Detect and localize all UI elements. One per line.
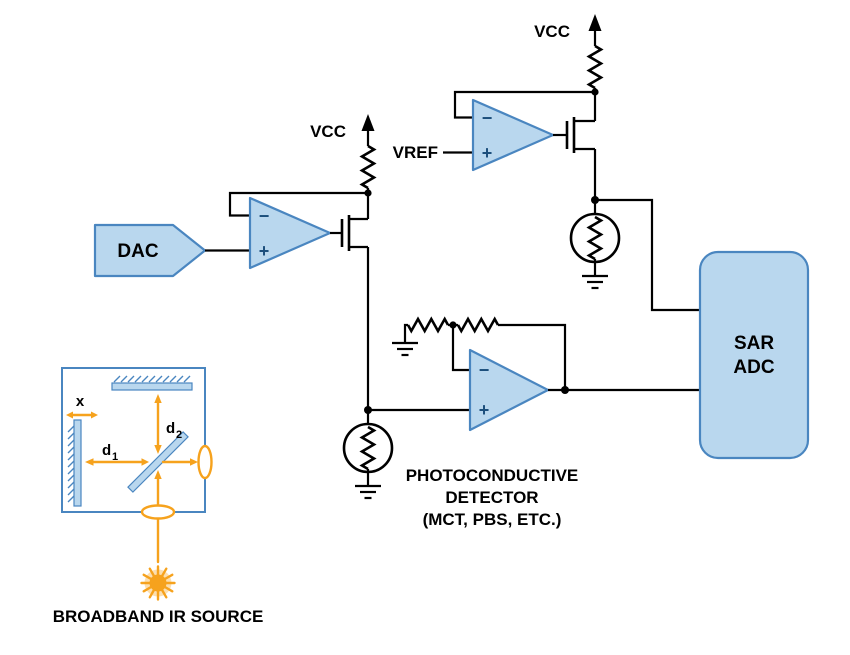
moving-mirror <box>67 419 82 507</box>
wire <box>403 323 408 343</box>
pullup-resistor-right <box>586 44 604 90</box>
ir-source-sunburst-icon <box>140 565 176 601</box>
pullup-resistor-left <box>359 144 377 190</box>
gain-stage-circuit: − + <box>368 316 700 432</box>
gain-resistor-1 <box>406 316 450 334</box>
wire-to-adc-top <box>595 198 700 312</box>
fixed-mirror <box>111 375 193 391</box>
opamp-plus-label: + <box>482 143 493 163</box>
dac-drive-circuit: VCC DAC − + <box>93 114 394 500</box>
beam-d1-arrow <box>85 458 149 466</box>
dac-block <box>93 223 207 278</box>
mosfet-left <box>330 215 368 251</box>
sar-adc-label-line2: ADC <box>733 357 774 378</box>
sar-adc-label-line1: SAR <box>734 333 774 354</box>
vcc-up-arrow-icon <box>588 14 602 46</box>
beam-splitter <box>127 431 189 493</box>
opamp-vref-buffer <box>471 98 555 172</box>
vcc-label-left: VCC <box>310 122 346 141</box>
ir-source-caption: BROADBAND IR SOURCE <box>53 607 264 626</box>
d2-subscript: 2 <box>176 429 182 441</box>
junction-dot <box>449 321 457 329</box>
mirror-travel-arrow <box>66 411 98 419</box>
feedback-resistor-2 <box>456 316 500 334</box>
interferometer-box <box>61 367 206 513</box>
mirror-travel-label: x <box>76 393 85 410</box>
photoconductive-detector-icon-left <box>342 410 394 486</box>
opamp-plus-label: + <box>259 241 270 261</box>
beam-d2-arrow <box>154 394 162 454</box>
sar-adc-block: SAR ADC <box>698 250 810 460</box>
ground-icon <box>392 341 418 357</box>
source-lens-icon <box>140 504 176 520</box>
vcc-label-right: VCC <box>534 22 570 41</box>
opamp-minus-label: − <box>482 108 493 128</box>
feedback-wire-mid <box>498 323 567 390</box>
opamp-minus-label: − <box>479 360 490 380</box>
d1-label: d <box>102 442 111 459</box>
sar-adc-box <box>698 250 810 460</box>
photoconductive-detector-icon-right <box>569 200 621 276</box>
ground-icon <box>582 274 608 290</box>
detector-caption-line2: DETECTOR <box>445 488 538 507</box>
opamp-gain-stage <box>468 348 550 432</box>
ground-icon <box>355 484 381 500</box>
mosfet-right <box>553 117 595 153</box>
vcc-up-arrow-icon <box>361 114 375 146</box>
junction-dot <box>591 88 599 96</box>
vref-buffer-circuit: VCC VREF − + <box>393 14 700 312</box>
feedback-wire-left <box>228 191 368 217</box>
interferometer: x d 2 d 1 <box>53 367 264 626</box>
mirror-hatch <box>113 375 191 383</box>
dac-label: DAC <box>117 241 158 262</box>
detector-caption: PHOTOCONDUCTIVE DETECTOR (MCT, PBS, ETC.… <box>406 466 579 529</box>
mirror-hatch <box>67 425 75 503</box>
d1-subscript: 1 <box>112 451 118 463</box>
junction-dot <box>364 189 372 197</box>
opamp-minus-label: − <box>259 206 270 226</box>
output-lens-icon <box>197 444 213 480</box>
detector-caption-line3: (MCT, PBS, ETC.) <box>423 510 562 529</box>
wire <box>451 325 470 372</box>
vref-label: VREF <box>393 143 438 162</box>
feedback-wire-right <box>453 90 595 119</box>
d2-label: d <box>166 420 175 437</box>
junction-dot <box>561 386 569 394</box>
detector-caption-line1: PHOTOCONDUCTIVE <box>406 466 579 485</box>
beam-output <box>161 458 198 466</box>
opamp-plus-label: + <box>479 400 490 420</box>
opamp-dac-buffer <box>248 196 332 270</box>
